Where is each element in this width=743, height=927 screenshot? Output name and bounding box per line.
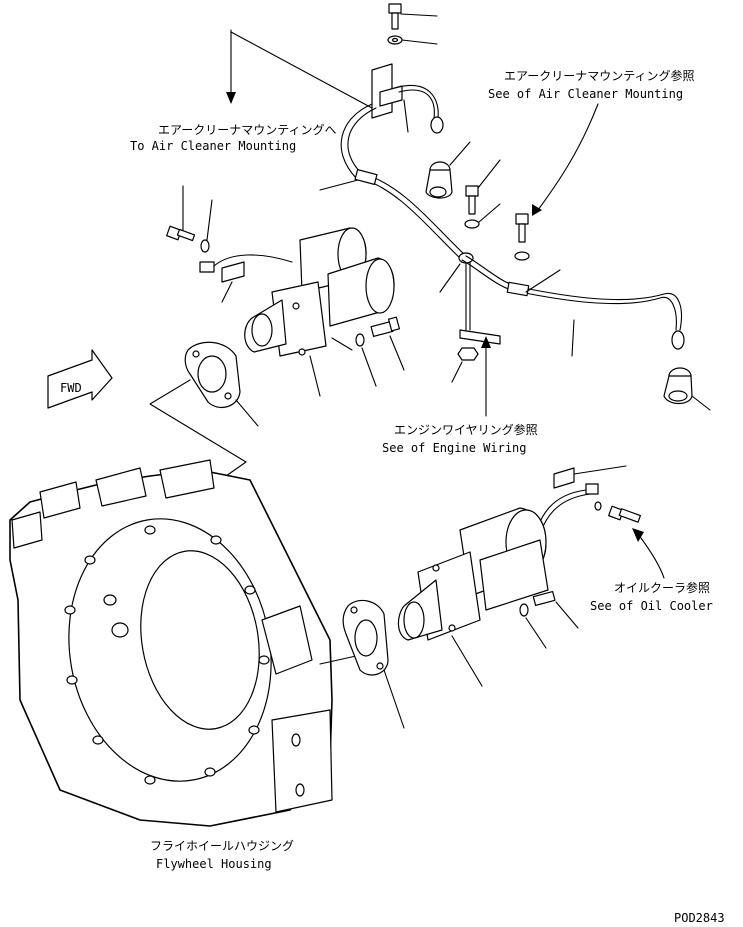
engine-wiring-jp: エンジンワイヤリング参照	[394, 422, 538, 437]
flywheel-jp: フライホイールハウジング	[150, 839, 294, 853]
cable-bracket	[371, 63, 409, 133]
engine-wiring-en: See of Engine Wiring	[382, 441, 527, 455]
nut	[451, 347, 479, 383]
top-bolt	[388, 3, 438, 30]
fwd-label: FWD	[60, 381, 82, 395]
engine-wiring-leader	[481, 336, 491, 417]
terminal-boot-lower	[663, 367, 711, 411]
center-bolt-1	[465, 159, 501, 215]
housing-bolt-holes	[64, 525, 270, 785]
flywheel-housing	[9, 459, 357, 827]
oil-cooler-leader	[632, 528, 665, 579]
gasket-lower	[342, 599, 405, 729]
to-air-cleaner-jp: エアークリーナマウンティングへ	[158, 123, 337, 137]
terminal-boot-upper	[425, 141, 471, 199]
fwd-arrow: FWD	[47, 349, 113, 409]
see-air-cleaner-jp: エアークリーナマウンティング参照	[504, 68, 695, 83]
oil-cooler-jp: オイルクーラ参照	[614, 580, 710, 595]
see-air-cleaner-en: See of Air Cleaner Mounting	[488, 87, 683, 101]
ground-cable	[439, 255, 685, 357]
flywheel-en: Flywheel Housing	[156, 857, 272, 871]
gasket-upper	[184, 341, 259, 427]
air-cleaner-leader	[226, 29, 373, 109]
starter-upper	[166, 185, 405, 397]
center-washer-1	[464, 203, 501, 229]
to-air-cleaner-en: To Air Cleaner Mounting	[130, 139, 296, 153]
clamp-bracket	[458, 252, 501, 345]
starter-lower	[397, 465, 642, 687]
battery-cable	[319, 85, 467, 261]
center-washer-2	[514, 251, 530, 261]
center-bolt-2	[515, 213, 529, 243]
top-washer	[387, 35, 438, 45]
oil-cooler-en: See of Oil Cooler	[590, 599, 713, 613]
drawing-code: POD2843	[674, 911, 725, 925]
see-air-cleaner-leader	[532, 103, 599, 216]
